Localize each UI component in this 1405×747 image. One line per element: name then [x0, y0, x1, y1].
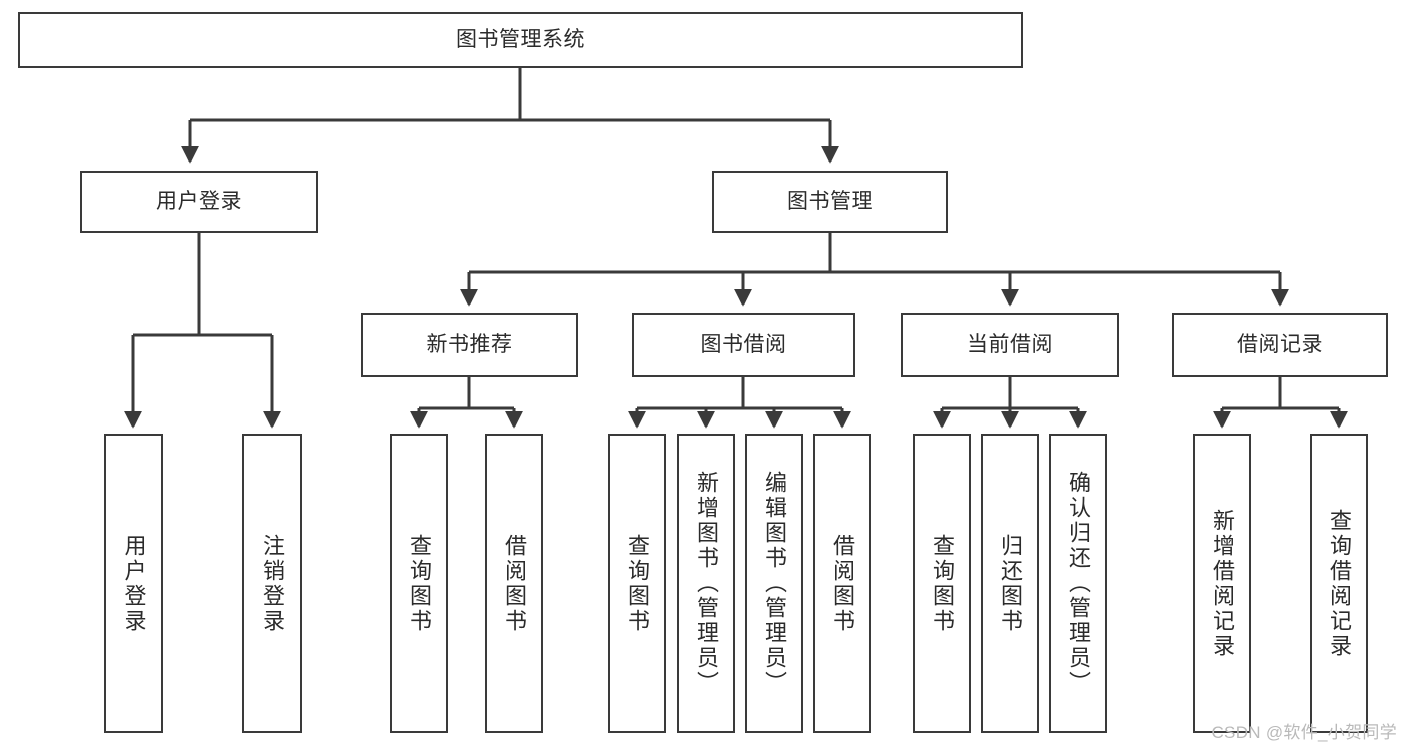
- leaf-add-book[interactable]: 新增图书（管理员）: [677, 434, 735, 733]
- node-user-login[interactable]: 用户登录: [80, 171, 318, 233]
- leaf-logout[interactable]: 注销登录: [242, 434, 302, 733]
- leaf-confirm-return[interactable]: 确认归还（管理员）: [1049, 434, 1107, 733]
- leaf-borrow-book-2[interactable]: 借阅图书: [813, 434, 871, 733]
- node-book-borrow-label: 图书借阅: [700, 332, 787, 356]
- leaf-return-book[interactable]: 归还图书: [981, 434, 1039, 733]
- leaf-query-book-3-label: 查询图书: [930, 533, 955, 634]
- leaf-confirm-return-label: 确认归还（管理员）: [1066, 471, 1091, 696]
- leaf-user-login[interactable]: 用户登录: [104, 434, 163, 733]
- leaf-borrow-book-1-label: 借阅图书: [502, 533, 527, 634]
- leaf-query-book-1-label: 查询图书: [407, 533, 432, 634]
- node-new-book-rec[interactable]: 新书推荐: [361, 313, 578, 377]
- leaf-query-book-2[interactable]: 查询图书: [608, 434, 666, 733]
- node-borrow-record[interactable]: 借阅记录: [1172, 313, 1388, 377]
- node-user-login-label: 用户登录: [156, 189, 242, 213]
- leaf-borrow-book-1[interactable]: 借阅图书: [485, 434, 543, 733]
- leaf-add-book-label: 新增图书（管理员）: [694, 471, 719, 696]
- leaf-query-record[interactable]: 查询借阅记录: [1310, 434, 1368, 733]
- leaf-borrow-book-2-label: 借阅图书: [830, 533, 855, 634]
- leaf-add-record-label: 新增借阅记录: [1210, 508, 1235, 659]
- node-root[interactable]: 图书管理系统: [18, 12, 1023, 68]
- node-current-borrow[interactable]: 当前借阅: [901, 313, 1119, 377]
- node-new-book-rec-label: 新书推荐: [426, 332, 513, 356]
- node-current-borrow-label: 当前借阅: [967, 332, 1053, 356]
- leaf-edit-book[interactable]: 编辑图书（管理员）: [745, 434, 803, 733]
- node-borrow-record-label: 借阅记录: [1237, 332, 1323, 356]
- leaf-logout-label: 注销登录: [260, 533, 285, 634]
- node-book-borrow[interactable]: 图书借阅: [632, 313, 855, 377]
- leaf-query-book-3[interactable]: 查询图书: [913, 434, 971, 733]
- leaf-user-login-label: 用户登录: [121, 533, 147, 634]
- node-root-label: 图书管理系统: [456, 27, 585, 51]
- leaf-return-book-label: 归还图书: [998, 533, 1023, 634]
- csdn-watermark: CSDN @软件_小贺同学: [1211, 723, 1397, 742]
- node-book-manage[interactable]: 图书管理: [712, 171, 948, 233]
- node-book-manage-label: 图书管理: [787, 189, 873, 213]
- leaf-add-record[interactable]: 新增借阅记录: [1193, 434, 1251, 733]
- leaf-query-book-1[interactable]: 查询图书: [390, 434, 448, 733]
- leaf-query-book-2-label: 查询图书: [625, 533, 650, 634]
- leaf-query-record-label: 查询借阅记录: [1327, 508, 1352, 659]
- leaf-edit-book-label: 编辑图书（管理员）: [762, 471, 787, 696]
